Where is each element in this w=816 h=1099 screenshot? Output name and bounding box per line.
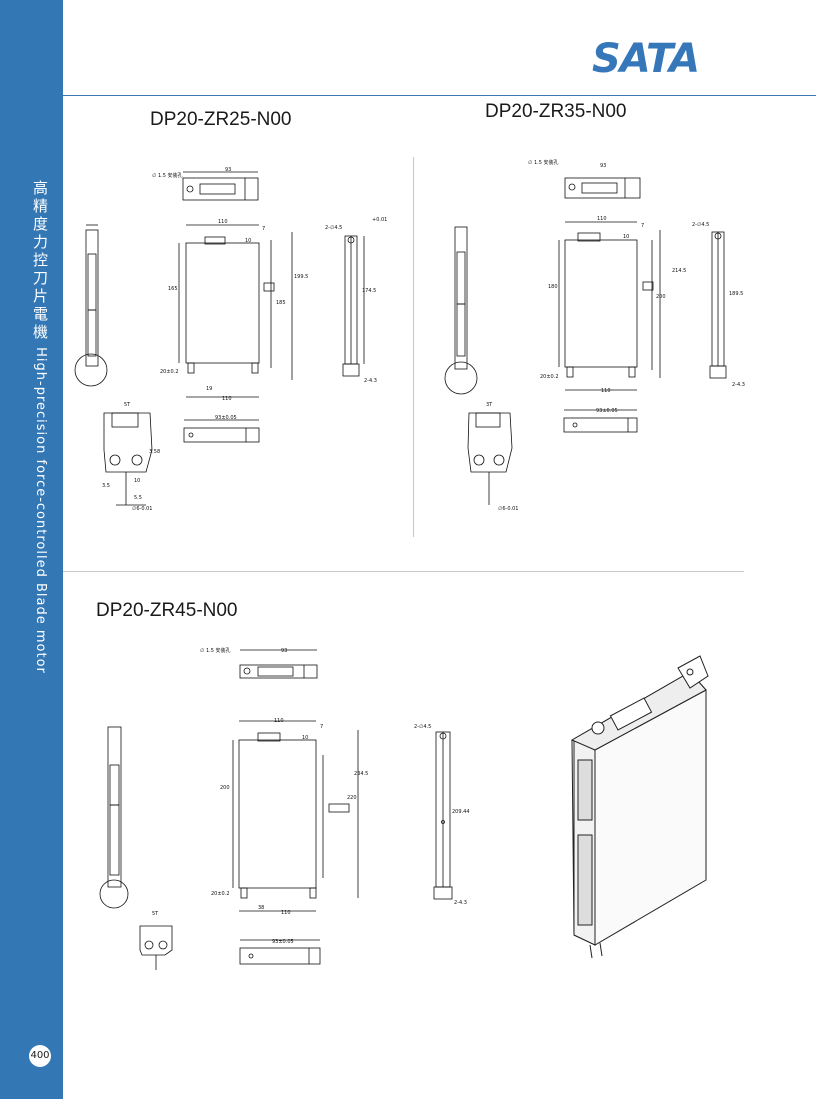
section-divider	[63, 571, 744, 572]
zr35-dim-sq: 93±0.05	[596, 408, 618, 414]
zr25-dim-base: 20±0.2	[160, 369, 179, 375]
zr25-dim-55: 5.5	[134, 495, 142, 501]
zr25-top-view	[182, 177, 259, 201]
zr45-dim-110: 110	[281, 910, 291, 916]
zr45-dim-inner: 220	[347, 795, 357, 801]
zr45-dim-side-len: 209.44	[452, 809, 470, 815]
zr35-dim-110: 110	[601, 388, 611, 394]
zr25-dim-tol: +0.01	[372, 217, 387, 223]
zr25-dim-19: 19	[206, 386, 212, 392]
zr25-dim-total-height: 199.5	[294, 274, 308, 280]
zr25-dim-shaft: ∅6-0.01	[132, 506, 152, 512]
zr25-dim-cam: 3.58	[149, 449, 160, 455]
model-title-zr25: DP20-ZR25-N00	[150, 109, 292, 130]
sidebar-title: 高精度力控刀片電機 High-precision force-controlle…	[30, 180, 51, 674]
zr45-dim-side-top: 2-∅4.5	[414, 724, 431, 730]
zr45-dim-angle: 5T	[152, 911, 159, 917]
zr45-dim-base: 20±0.2	[211, 891, 230, 897]
sidebar: 高精度力控刀片電機 High-precision force-controlle…	[0, 0, 63, 1099]
zr35-dim-side-top: 2-∅4.5	[692, 222, 709, 228]
zr25-front-view	[185, 242, 260, 364]
zr45-left-view	[107, 726, 122, 888]
zr45-dim-38: 38	[258, 905, 264, 911]
dimension-labels: 93 ∅ 1.5 安装孔 110 7 10 165 199.5 185 2-∅4…	[102, 159, 745, 945]
header-divider	[63, 95, 816, 96]
sidebar-chinese-title: 高精度力控刀片電機	[31, 180, 49, 342]
zr35-front-view	[564, 239, 638, 368]
zr35-dim-total-height: 214.5	[672, 268, 686, 274]
zr45-dim-note: ∅ 1.5 安装孔	[200, 647, 231, 654]
zr45-dim-side-2: 2-4.3	[454, 900, 467, 906]
zr25-dim-inner: 185	[276, 300, 286, 306]
zr25-dim-note: ∅ 1.5 安装孔	[152, 172, 183, 179]
zr25-dim-10: 10	[134, 478, 140, 484]
zr25-dim-height: 165	[168, 286, 178, 292]
zr35-dim-angle: 3T	[486, 402, 493, 408]
zr35-bottom-view	[563, 417, 638, 433]
sidebar-english-title: High-precision force-controlled Blade mo…	[33, 347, 48, 674]
zr35-drawing-set	[444, 177, 727, 505]
zr45-dim-offset10: 10	[302, 735, 308, 741]
column-divider	[413, 157, 414, 537]
zr45-bottom-view	[239, 947, 321, 965]
zr35-dim-inner: 200	[656, 294, 666, 300]
zr35-dim-base: 20±0.2	[540, 374, 559, 380]
zr25-bottom-section	[103, 412, 153, 473]
zr45-dim-top-width: 93	[281, 648, 287, 654]
zr25-dim-35: 3.5	[102, 483, 110, 489]
zr45-bottom-section	[139, 925, 173, 956]
zr25-dim-top-width: 93	[225, 167, 231, 173]
zr25-dim-side-len: 174.5	[362, 288, 376, 294]
brand-logo: SATA	[592, 36, 700, 82]
zr35-dim-offset10: 10	[623, 234, 629, 240]
zr25-dim-offset10: 10	[245, 238, 251, 244]
zr45-front-view	[238, 739, 317, 889]
zr45-top-view	[239, 664, 318, 679]
zr45-dim-sq: 93±0.05	[272, 939, 294, 945]
zr35-dim-note: ∅ 1.5 安装孔	[528, 159, 559, 166]
zr35-dim-side-2: 2-4.3	[732, 382, 745, 388]
zr45-dim-height: 200	[220, 785, 230, 791]
zr25-dim-side-2: 2-4.3	[364, 378, 377, 384]
zr35-dim-side-len: 189.5	[729, 291, 743, 297]
zr35-dim-height: 180	[548, 284, 558, 290]
zr25-dim-side-top: 2-∅4.5	[325, 225, 342, 231]
model-title-zr35: DP20-ZR35-N00	[485, 101, 627, 122]
zr25-dim-110: 110	[222, 396, 232, 402]
zr35-top-view	[564, 177, 641, 199]
zr45-dim-offset7: 7	[320, 724, 323, 730]
zr25-drawing-set	[74, 171, 365, 506]
zr35-dim-top-width: 93	[600, 163, 606, 169]
zr45-dim-width: 110	[274, 718, 284, 724]
zr35-left-view	[454, 226, 468, 370]
zr25-dim-offset7: 7	[262, 226, 265, 232]
page-number: 400	[29, 1045, 51, 1067]
zr25-dim-width: 110	[218, 219, 228, 225]
zr25-dim-sq: 93±0.05	[215, 415, 237, 421]
zr35-dim-offset7: 7	[641, 223, 644, 229]
zr45-dim-total-height: 234.5	[354, 771, 368, 777]
product-3d-render	[570, 655, 709, 959]
zr25-bottom-view	[183, 427, 260, 443]
zr35-dim-width: 110	[597, 216, 607, 222]
zr45-drawing-set	[99, 649, 453, 970]
zr25-left-view	[85, 229, 99, 367]
zr35-dim-shaft: ∅6-0.01	[498, 506, 518, 512]
model-title-zr45: DP20-ZR45-N00	[96, 600, 238, 621]
zr25-dim-angle: 5T	[124, 402, 131, 408]
zr35-bottom-section	[467, 412, 513, 473]
